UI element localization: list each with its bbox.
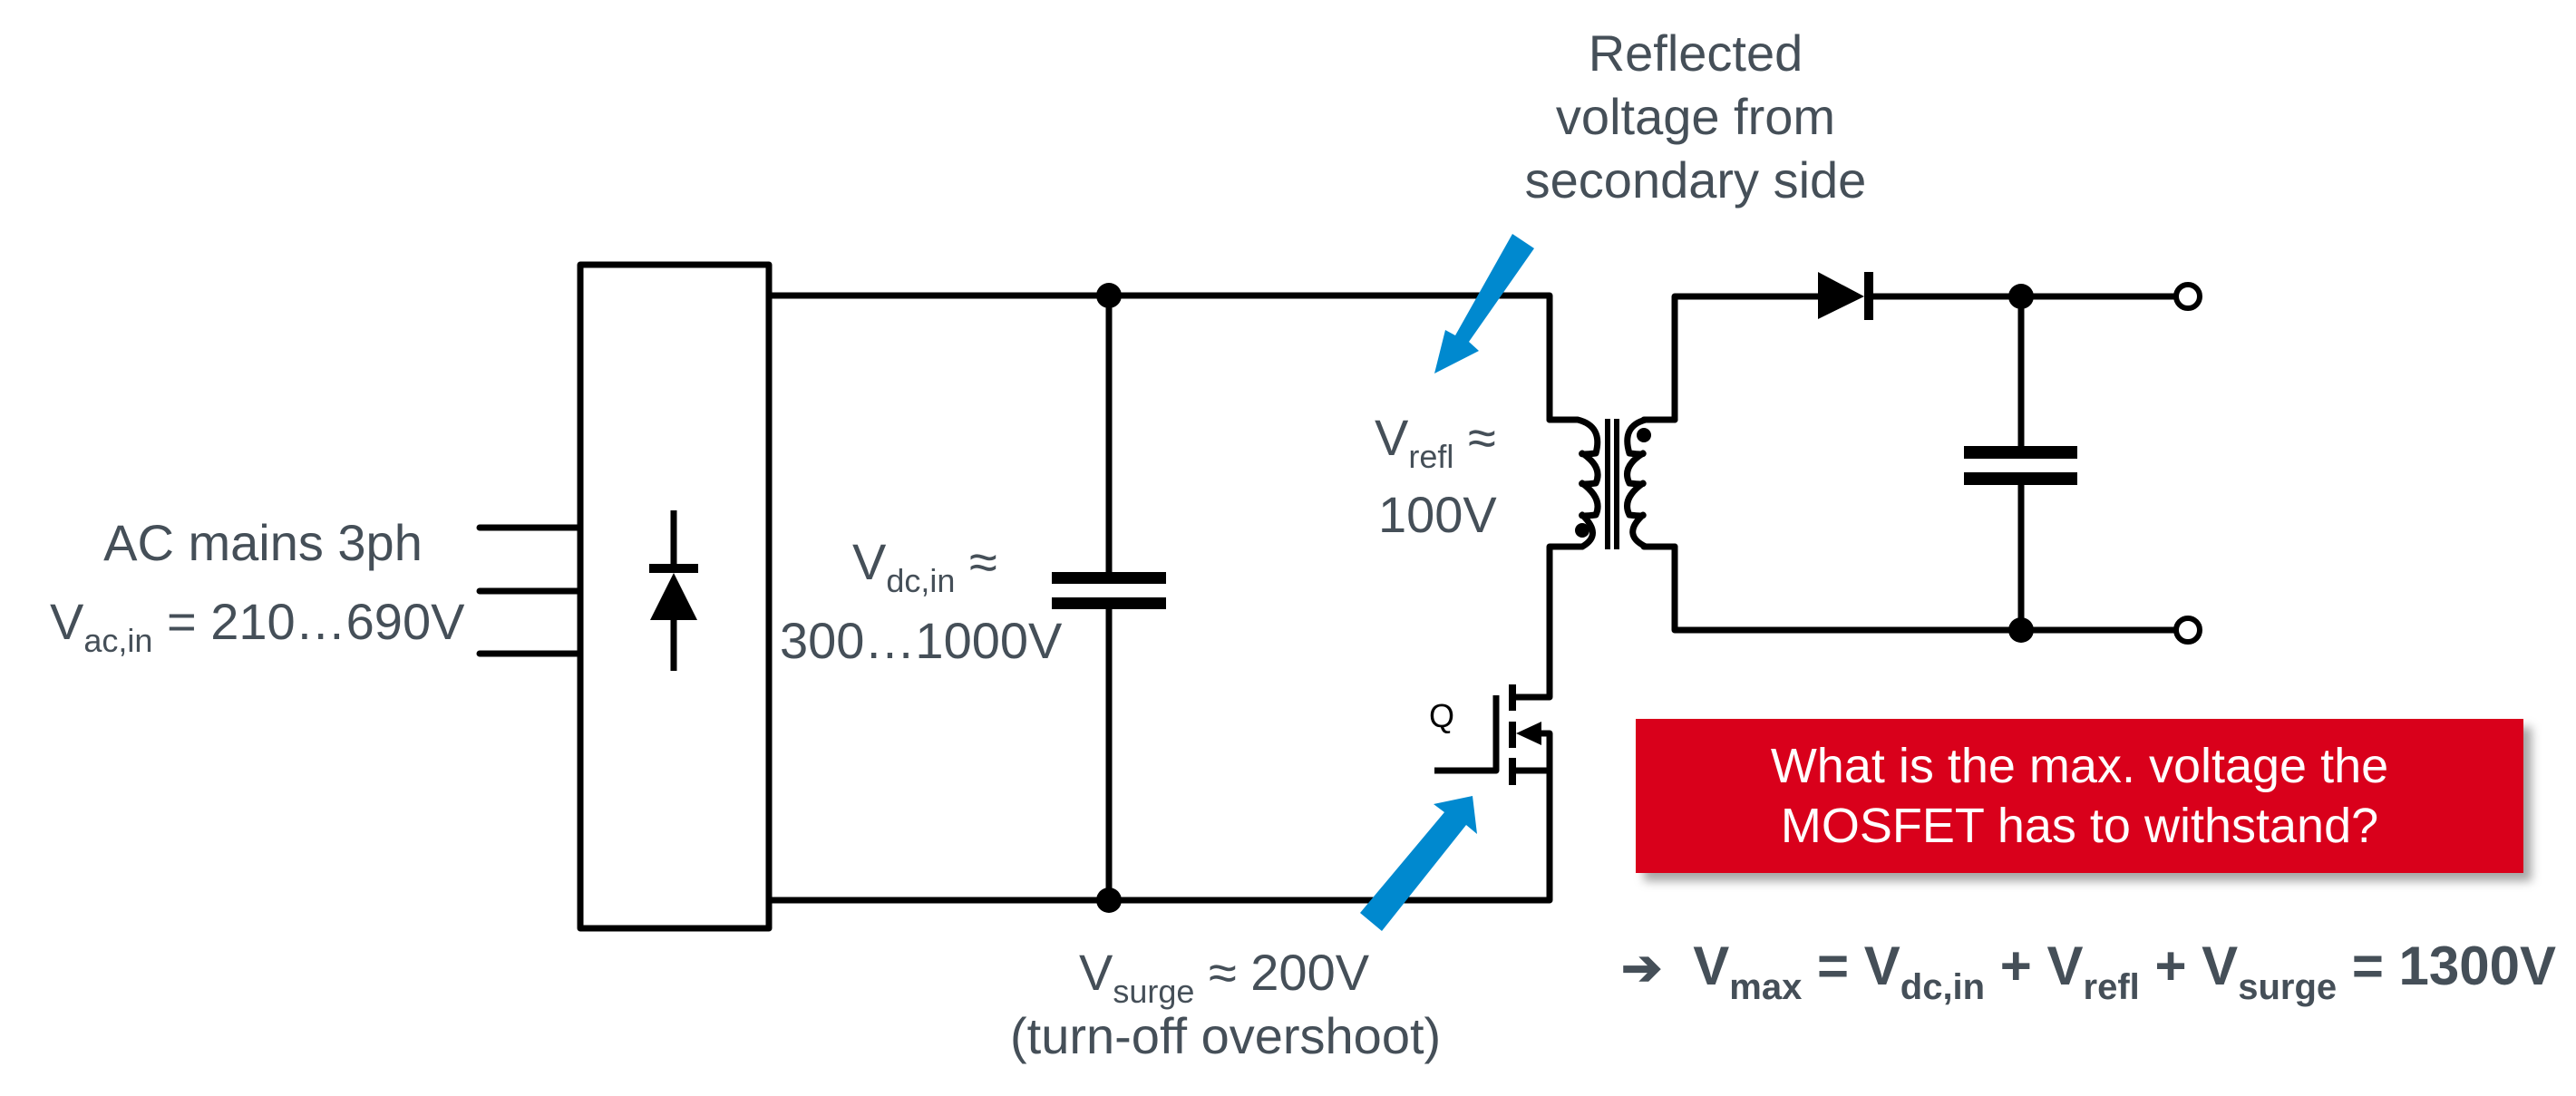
formula-result: = 1300V: [2351, 936, 2557, 996]
formula-vdc-subscript: dc,in: [1900, 967, 1986, 1007]
dc-negative-rail: [765, 767, 1553, 904]
secondary-bottom-lead: [1640, 543, 2188, 634]
vmax-formula: ➔ Vmax = Vdc,in + Vrefl + Vsurge = 1300V: [1621, 936, 2557, 1006]
vmax-symbol: V: [1693, 936, 1730, 996]
junction-node-dc-bottom: [1096, 887, 1122, 913]
primary-bottom-lead: [1509, 543, 1586, 701]
formula-vrefl-symbol: V: [2046, 936, 2084, 996]
output-terminal-negative: [2173, 616, 2202, 645]
formula-equals: =: [1817, 936, 1850, 996]
output-terminal-positive: [2173, 282, 2202, 311]
ac-mains-label: AC mains 3ph: [56, 518, 470, 568]
transformer-dot-secondary: [1637, 428, 1651, 442]
formula-vdc-symbol: V: [1863, 936, 1900, 996]
ac-voltage-value: = 210…690V: [166, 593, 465, 650]
right-arrow-icon: ➔: [1621, 941, 1663, 995]
mosfet-channel-body: [1509, 722, 1516, 748]
surge-voltage-arrow: [1360, 796, 1477, 931]
vsurge-value: ≈ 200V: [1208, 944, 1370, 1001]
vdc-symbol: V: [852, 533, 887, 590]
vrefl-value: 100V: [1378, 486, 1497, 543]
junction-node-dc-top: [1096, 283, 1122, 308]
output-cap-plate-bottom: [1964, 472, 2077, 485]
reflected-voltage-arrow: [1434, 234, 1534, 373]
vrefl-symbol: V: [1375, 409, 1409, 466]
transformer-primary-coil: [1546, 416, 1601, 550]
transformer-secondary-coil: [1624, 416, 1678, 550]
rectifier-diode-triangle: [650, 573, 697, 620]
formula-vsurge-symbol: V: [2202, 936, 2239, 996]
vdc-value: 300…1000V: [780, 612, 1063, 669]
vdc-approx: ≈: [968, 533, 997, 590]
rectifier-block: [577, 261, 773, 932]
vsurge-note: (turn-off overshoot): [1010, 1007, 1442, 1064]
vmax-subscript: max: [1729, 967, 1803, 1007]
mosfet-body-arrow: [1516, 722, 1541, 745]
vrefl-approx: ≈: [1467, 409, 1496, 466]
ac-mains-title: AC mains 3ph: [103, 514, 423, 571]
formula-vsurge-subscript: surge: [2238, 967, 2338, 1007]
reflected-note-line-1: Reflected: [1588, 24, 1803, 82]
callout-line-2: MOSFET has to withstand?: [1780, 799, 2379, 853]
rectifier-diode-bar: [649, 564, 698, 573]
output-diode-bar: [1864, 272, 1873, 320]
vsurge-subscript: surge: [1113, 973, 1195, 1010]
question-callout: What is the max. voltage the MOSFET has …: [1636, 719, 2523, 873]
mosfet-channel-drain: [1509, 684, 1516, 711]
output-cap-plate-top: [1964, 446, 2077, 459]
vrefl-label: Vrefl ≈: [1375, 409, 1496, 473]
ac-voltage-label: Vac,in = 210…690V: [50, 593, 465, 657]
junction-node-out-top: [2008, 284, 2034, 309]
reflected-note-line-3: secondary side: [1524, 151, 1867, 209]
vdc-label: Vdc,in ≈: [852, 537, 997, 597]
mosfet-channel-source: [1509, 758, 1516, 785]
dc-cap-plate-bottom: [1052, 597, 1166, 609]
formula-plus-1: +: [1999, 936, 2032, 996]
vdc-subscript: dc,in: [886, 562, 956, 599]
ac-voltage-symbol: V: [50, 593, 84, 650]
junction-node-out-bottom: [2008, 617, 2034, 643]
dc-positive-rail: [765, 292, 1553, 423]
transformer-dot-primary: [1575, 523, 1589, 538]
output-diode-triangle: [1818, 272, 1864, 319]
vsurge-label: Vsurge ≈ 200V: [1079, 944, 1370, 1008]
reflected-note-line-2: voltage from: [1555, 88, 1836, 145]
formula-vrefl-subscript: refl: [2083, 967, 2140, 1007]
dc-cap-plate-top: [1052, 572, 1166, 584]
formula-plus-2: +: [2154, 936, 2187, 996]
mosfet-label: Q: [1429, 697, 1455, 734]
vsurge-symbol: V: [1079, 944, 1113, 1001]
callout-line-1: What is the max. voltage the: [1770, 739, 2389, 793]
reflected-voltage-note: Reflected voltage from secondary side: [1487, 22, 1904, 212]
ac-voltage-subscript: ac,in: [83, 622, 153, 659]
secondary-top-lead: [1640, 293, 1822, 423]
vrefl-subscript: refl: [1408, 438, 1454, 475]
mosfet-gate: [1434, 695, 1500, 774]
